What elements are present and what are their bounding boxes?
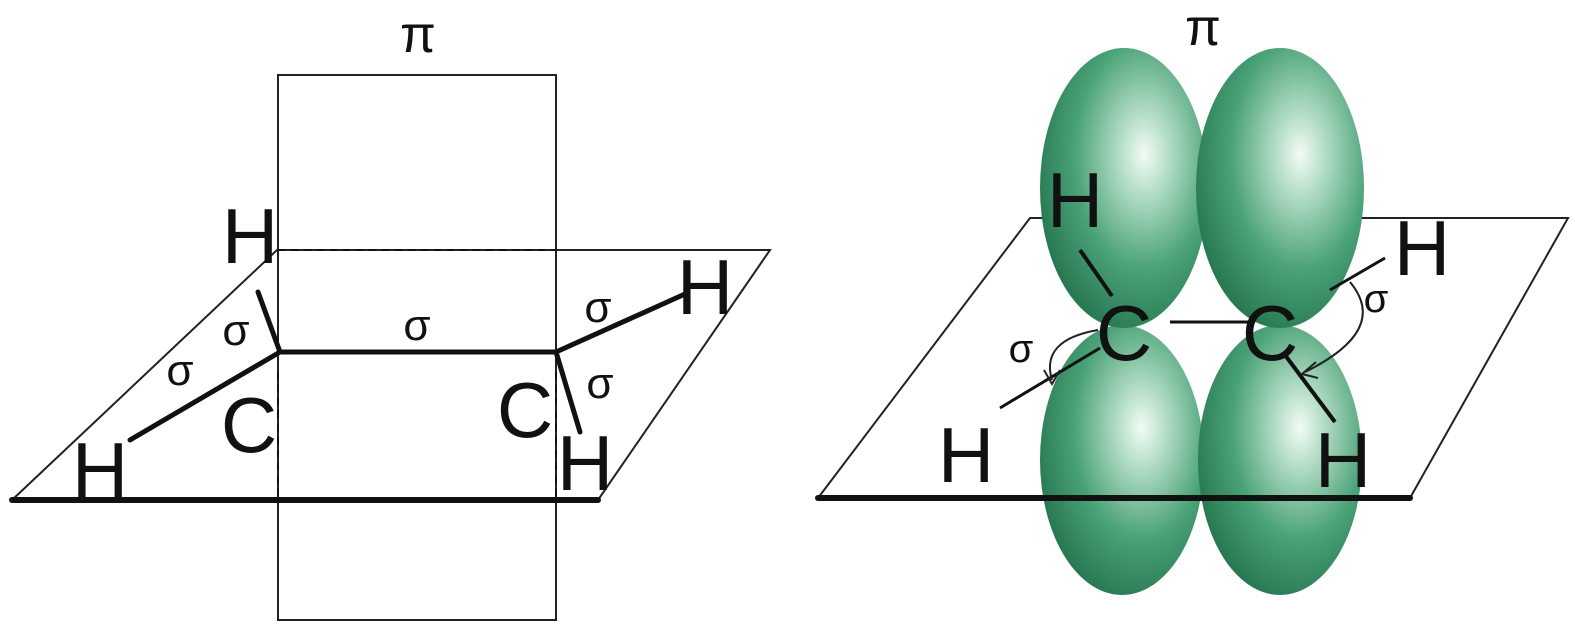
atom-c-left-right: C bbox=[1096, 289, 1152, 377]
sigma-arrow-right-head bbox=[1299, 361, 1319, 379]
atom-h-top-left: H bbox=[222, 192, 278, 280]
atom-h-bottom-left-right: H bbox=[938, 411, 994, 499]
bond-c-h-right bbox=[553, 291, 688, 355]
left-diagram: π H H H H C C σ σ σ σ σ bbox=[9, 6, 772, 621]
atom-h-right: H bbox=[677, 243, 733, 331]
atom-c-right: C bbox=[497, 366, 553, 454]
atom-h-top-left-right: H bbox=[1047, 156, 1103, 244]
bond-c-h-bottom-right bbox=[553, 349, 583, 435]
bond-c-h-bottom-left-right bbox=[999, 346, 1101, 410]
sigma-right-label-right: σ bbox=[1364, 277, 1389, 321]
pi-orbital-lobe-bottom-right bbox=[1198, 325, 1362, 595]
sigma-left-label-right: σ bbox=[1009, 327, 1034, 371]
pi-label-left: π bbox=[400, 6, 436, 64]
sigma-plane-thin-edges bbox=[11, 249, 772, 501]
sigma-top-left-label: σ bbox=[222, 306, 249, 355]
sigma-arrow-right bbox=[1304, 281, 1364, 373]
pi-orbital-lobe-top-right bbox=[1196, 48, 1364, 328]
bond-c-h-left bbox=[127, 349, 283, 443]
atom-c-right-right: C bbox=[1242, 289, 1298, 377]
atom-c-left: C bbox=[221, 381, 277, 469]
bond-c-h-bottom-right-right bbox=[1283, 353, 1337, 424]
sigma-top-right-label: σ bbox=[584, 283, 611, 332]
sigma-cc-label: σ bbox=[403, 301, 430, 350]
right-diagram: π H H H H C C σ σ bbox=[815, 0, 1570, 595]
atom-h-left: H bbox=[72, 426, 128, 514]
atom-h-bottom-right: H bbox=[557, 419, 613, 507]
pi-label-right: π bbox=[1185, 0, 1221, 57]
atom-h-bottom-right-right: H bbox=[1315, 416, 1371, 504]
atom-h-top-right-right: H bbox=[1394, 204, 1450, 292]
pi-orbital-lobe-bottom-left bbox=[1040, 325, 1204, 595]
pi-orbital-lobe-top-left bbox=[1040, 48, 1208, 328]
sigma-left-label: σ bbox=[166, 346, 193, 395]
bond-c-h-top-left-right bbox=[1078, 248, 1114, 298]
sigma-arrow-left bbox=[1049, 329, 1099, 381]
sigma-arrow-left-head bbox=[1043, 369, 1061, 387]
sigma-bottom-right-label: σ bbox=[586, 359, 613, 408]
bond-c-h-top bbox=[255, 289, 283, 355]
bond-c-h-top-right-right bbox=[1329, 256, 1386, 292]
